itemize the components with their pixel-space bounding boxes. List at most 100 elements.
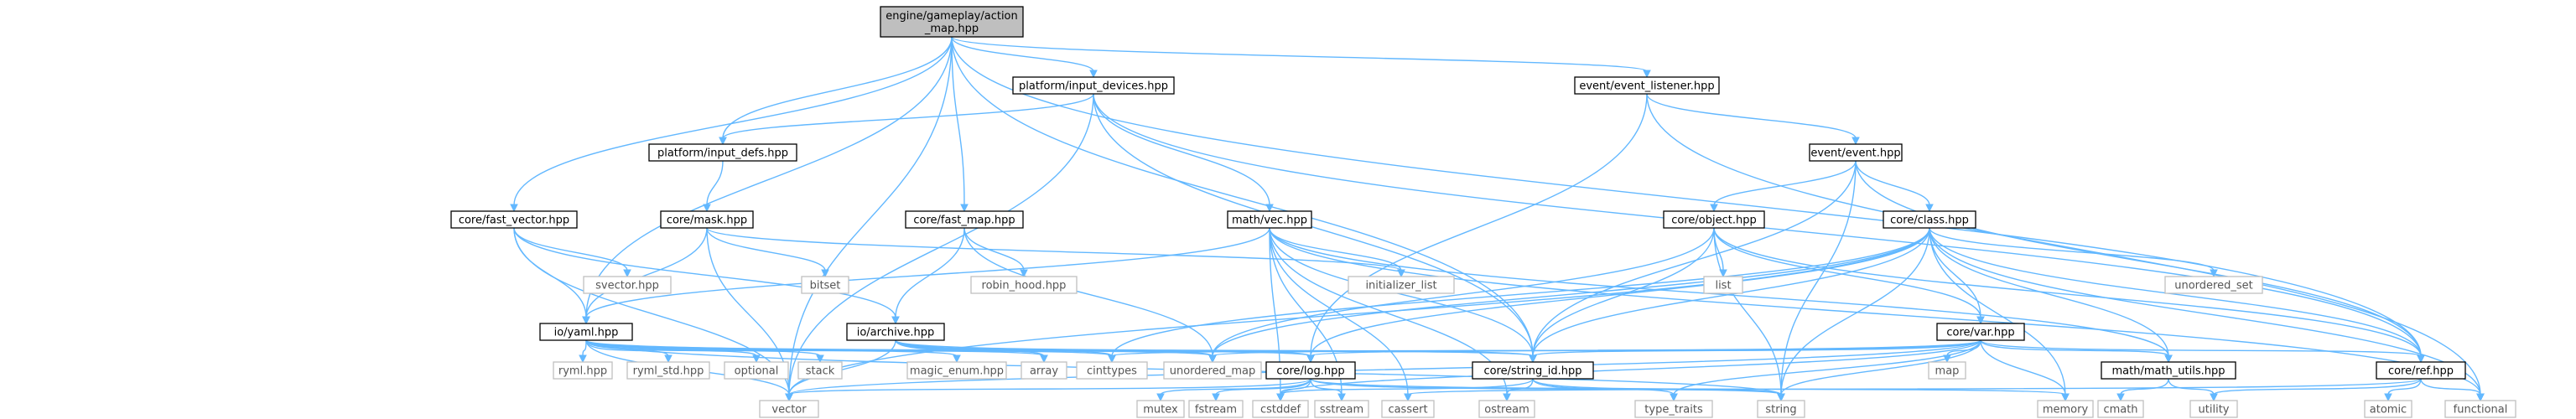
node-label: cinttypes [1087, 365, 1137, 378]
node-label: io/archive.hpp [857, 327, 935, 339]
node-yaml[interactable]: io/yaml.hpp [539, 323, 633, 341]
node-box [1348, 276, 1455, 294]
edge-string_id-to-ostream [1503, 378, 1534, 402]
node-optional: optional [724, 361, 789, 380]
node-box [880, 6, 1024, 38]
node-input-devices[interactable]: platform/input_devices.hpp [1012, 76, 1175, 95]
edge-fast_map-to-robin_hood [963, 227, 1028, 278]
node-box [797, 361, 843, 380]
node-label: platform/input_defs.hpp [657, 147, 788, 160]
edge-var-to-ref [1980, 339, 2425, 364]
edge-vec-to-yaml [582, 227, 1270, 325]
node-label: vector [771, 404, 807, 416]
edge-var-to-unordered_map [1208, 339, 1981, 364]
node-svector: svector.hpp [583, 276, 672, 294]
node-log[interactable]: core/log.hpp [1265, 361, 1356, 380]
node-label: event/event_listener.hpp [1579, 80, 1714, 93]
node-fast-vector[interactable]: core/fast_vector.hpp [450, 210, 578, 229]
node-label: atomic [2370, 404, 2407, 416]
node-event-listener[interactable]: event/event_listener.hpp [1574, 76, 1720, 95]
edge-layer [510, 36, 2485, 402]
node-label: unordered_map [1170, 365, 1256, 378]
node-label: core/mask.hpp [667, 215, 747, 227]
edge-input_defs-to-mask [703, 160, 724, 213]
edge-class-to-ref [1929, 227, 2425, 364]
node-label: math/vec.hpp [1232, 215, 1307, 227]
node-mutex: mutex [1136, 400, 1185, 418]
edge-math_utils-to-utility [2168, 378, 2218, 402]
node-label: cassert [1388, 404, 1427, 416]
node-box [1757, 400, 1805, 418]
node-label: type_traits [1644, 404, 1703, 416]
node-label: platform/input_devices.hpp [1019, 80, 1168, 93]
edge-event_listener-to-event [1646, 93, 1860, 146]
node-box [2037, 400, 2094, 418]
node-vec[interactable]: math/vec.hpp [1227, 210, 1312, 229]
node-ref[interactable]: core/ref.hpp [2376, 361, 2466, 380]
edge-log-to-sstream [1310, 378, 1346, 402]
node-box [1574, 76, 1720, 95]
node-box [2097, 400, 2144, 418]
edge-input_devices-to-string_id [1093, 93, 1537, 364]
node-mask[interactable]: core/mask.hpp [660, 210, 754, 229]
node-fast-map[interactable]: core/fast_map.hpp [905, 210, 1024, 229]
node-box [660, 210, 754, 229]
edge-log-to-fstream [1212, 378, 1311, 402]
node-atomic: atomic [2364, 400, 2412, 418]
node-box [1265, 361, 1356, 380]
node-box [1928, 361, 1966, 380]
node-label: cmath [2103, 404, 2137, 416]
node-box [648, 143, 797, 162]
node-math-utils[interactable]: math/math_utils.hpp [2101, 361, 2236, 380]
node-var[interactable]: core/var.hpp [1936, 323, 2025, 341]
node-label: memory [2043, 404, 2089, 416]
node-label: ryml_std.hpp [633, 365, 704, 378]
node-list: list [1703, 276, 1743, 294]
node-box [1883, 210, 1976, 229]
node-map: map [1928, 361, 1966, 380]
edge-root-to-fast_vector [510, 36, 953, 213]
node-box [1936, 323, 2025, 341]
edge-math_utils-to-cmath [2116, 378, 2169, 402]
node-object[interactable]: core/object.hpp [1663, 210, 1765, 229]
node-box [1227, 210, 1312, 229]
node-label: event/event.hpp [1810, 147, 1900, 160]
node-initializer-list: initializer_list [1348, 276, 1455, 294]
node-box [905, 210, 1024, 229]
edge-class-to-unordered_set [1929, 227, 2218, 278]
edge-fast_vector-to-archive [513, 227, 900, 325]
edge-ref-to-cassert [1404, 378, 2422, 402]
edge-fast_map-to-unordered_map [963, 227, 1217, 364]
node-input-defs[interactable]: platform/input_defs.hpp [648, 143, 797, 162]
node-label: ryml.hpp [558, 365, 607, 378]
edge-log-to-mutex [1156, 378, 1311, 402]
node-class[interactable]: core/class.hpp [1883, 210, 1976, 229]
node-box [1314, 400, 1369, 418]
node-label: array [1030, 365, 1058, 378]
node-box [1703, 276, 1743, 294]
node-label: initializer_list [1365, 280, 1436, 292]
node-label: list [1715, 280, 1731, 292]
node-stack: stack [797, 361, 843, 380]
node-label: math/math_utils.hpp [2111, 365, 2225, 378]
node-archive[interactable]: io/archive.hpp [846, 323, 945, 341]
node-root[interactable]: engine/gameplay/action_map.hpp [880, 6, 1024, 38]
node-utility: utility [2189, 400, 2238, 418]
node-label: core/fast_vector.hpp [459, 215, 569, 227]
edge-ref-to-atomic [2384, 378, 2422, 402]
node-box [539, 323, 633, 341]
node-label: svector.hpp [595, 280, 659, 292]
node-string-id[interactable]: core/string_id.hpp [1472, 361, 1594, 380]
node-label: core/class.hpp [1890, 215, 1969, 227]
node-box [2444, 400, 2516, 418]
node-box [1163, 361, 1262, 380]
node-box [1136, 400, 1185, 418]
node-bitset: bitset [801, 276, 849, 294]
node-box [1809, 143, 1903, 162]
node-label: core/string_id.hpp [1483, 365, 1581, 378]
edge-root-to-input_defs [719, 36, 953, 146]
node-cinttypes: cinttypes [1076, 361, 1148, 380]
edge-ref-to-functional [2420, 378, 2485, 402]
node-event[interactable]: event/event.hpp [1809, 143, 1903, 162]
